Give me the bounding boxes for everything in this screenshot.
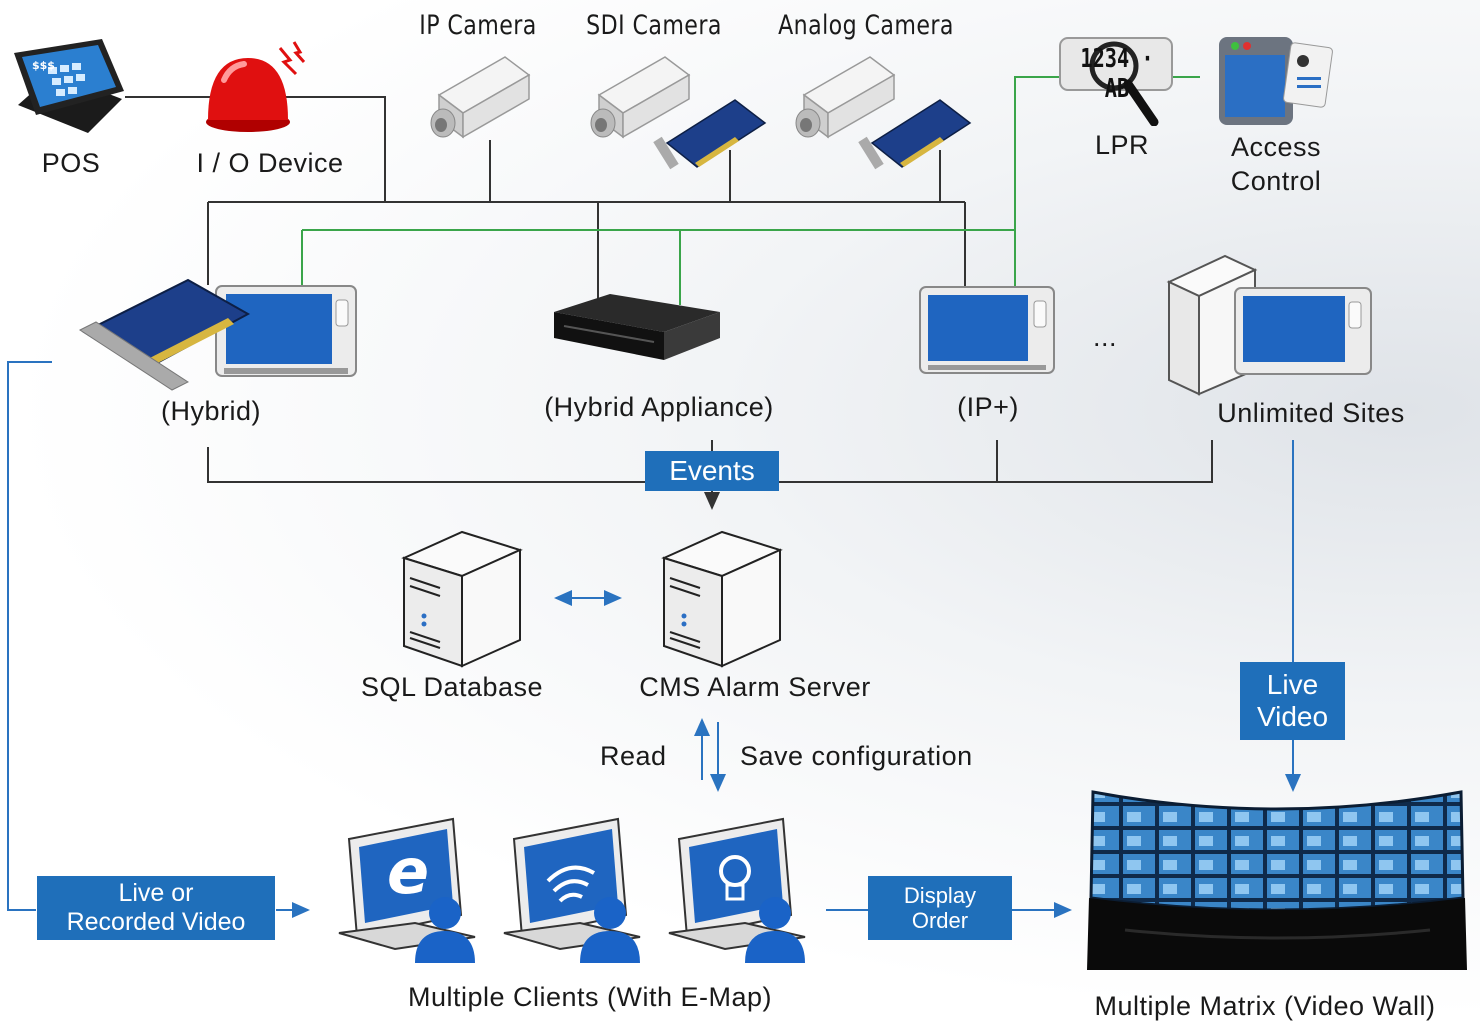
- hybrid-label: (Hybrid): [160, 396, 262, 426]
- sql-database-server-icon: [401, 530, 523, 668]
- io-device-label: I / O Device: [196, 148, 344, 178]
- alarm-light-icon: [206, 41, 306, 132]
- lpr-label: LPR: [1094, 130, 1150, 160]
- access-control-icon: [1219, 37, 1333, 125]
- hybrid-appliance-label: (Hybrid Appliance): [544, 392, 774, 422]
- analog-camera-label: Analog Camera: [778, 10, 954, 41]
- video-wall-icon: [1087, 790, 1467, 970]
- blue-lines: [7, 361, 1301, 918]
- live-or-recorded-video-box: Live or Recorded Video: [37, 876, 275, 940]
- unlimited-sites-icon: [1166, 254, 1372, 396]
- video-wall-label: Multiple Matrix (Video Wall): [1094, 991, 1436, 1021]
- pos-terminal-icon: $$$: [14, 39, 124, 133]
- cms-alarm-server-icon: [661, 530, 783, 668]
- display-order-box: Display Order: [868, 876, 1012, 940]
- ip-camera-label: IP Camera: [419, 10, 537, 41]
- lpr-icon: 1234 · AB: [1058, 30, 1176, 126]
- multiple-clients-label: Multiple Clients (With E-Map): [407, 982, 773, 1012]
- save-configuration-label: Save configuration: [740, 741, 973, 771]
- ip-camera-icon: [430, 56, 531, 139]
- read-label: Read: [600, 741, 667, 771]
- events-box: Events: [645, 451, 779, 491]
- client-wireless-icon: [503, 817, 641, 963]
- hybrid-appliance-icon: [554, 294, 720, 360]
- sql-database-label: SQL Database: [360, 672, 544, 702]
- analog-camera-icon: [795, 56, 972, 170]
- ie-glyph: e: [387, 835, 430, 908]
- ip-plus-label: (IP+): [957, 392, 1019, 422]
- ellipsis-label: ...: [1092, 322, 1118, 352]
- ip-plus-monitor-icon: [919, 286, 1055, 374]
- cms-alarm-server-label: CMS Alarm Server: [639, 672, 871, 702]
- lpr-plate-text: 1234 · AB: [1080, 44, 1154, 104]
- hybrid-site-icon: [78, 278, 357, 391]
- sdi-camera-icon: [590, 56, 767, 170]
- sdi-camera-label: SDI Camera: [586, 10, 722, 41]
- access-control-label: Access Control: [1230, 132, 1322, 196]
- green-lines: [301, 76, 1200, 305]
- pos-label: POS: [41, 148, 101, 178]
- svg-text:$$$: $$$: [32, 59, 55, 72]
- client-lightbulb-icon: [668, 817, 806, 963]
- unlimited-sites-label: Unlimited Sites: [1217, 398, 1405, 428]
- live-video-box: Live Video: [1240, 662, 1345, 740]
- client-emap-icon: e: [335, 815, 485, 965]
